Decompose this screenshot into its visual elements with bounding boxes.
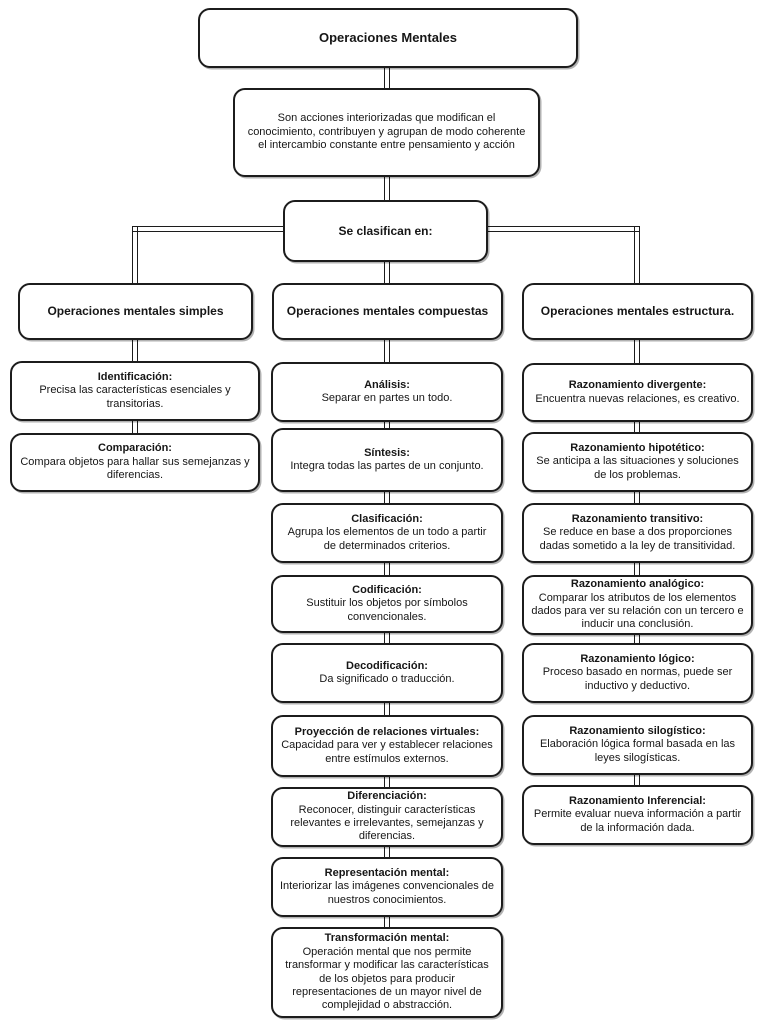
connector-mid-1	[384, 420, 390, 430]
node-title: Razonamiento analógico:	[570, 578, 705, 591]
node-title: Síntesis:	[364, 446, 410, 459]
connector-branch-right-horizontal	[483, 226, 640, 232]
connector-right-1	[634, 420, 640, 434]
node-title: Razonamiento hipotético:	[570, 441, 705, 454]
node-title: Razonamiento silogístico:	[569, 724, 706, 737]
node-desc: Se reduce en base a dos proporciones dad…	[539, 526, 736, 552]
connector-right-5	[634, 773, 640, 787]
node-title: Razonamiento lógico:	[580, 652, 695, 665]
node-desc: Capacidad para ver y establecer relacion…	[281, 739, 493, 765]
header-label: Operaciones mentales estructura.	[540, 304, 735, 319]
connector-mid-5	[384, 701, 390, 717]
node-desc: Interiorizar las imágenes convencionales…	[280, 880, 495, 906]
node-title: Proyección de relaciones virtuales:	[294, 725, 480, 738]
node-title: Decodificación:	[346, 659, 428, 672]
node-title: Identificación:	[97, 370, 173, 383]
node-title: Comparación:	[98, 442, 172, 455]
node-desc: Agrupa los elementos de un todo a partir…	[287, 526, 487, 552]
node-text: Se clasifican en:	[338, 223, 433, 238]
node-codificacion: Codificación: Sustituir los objetos por …	[271, 575, 503, 633]
node-razonamiento-divergente: Razonamiento divergente: Encuentra nueva…	[522, 363, 753, 422]
node-desc: Compara objetos para hallar sus semejanz…	[20, 455, 250, 482]
node-analisis: Análisis: Separar en partes un todo.	[271, 362, 503, 422]
node-text: Son acciones interiorizadas que modifica…	[247, 112, 526, 152]
node-title: Representación mental:	[324, 866, 450, 879]
node-desc: Elaboración lógica formal basada en las …	[539, 738, 736, 764]
connector-root-definition	[384, 66, 390, 90]
node-se-clasifican-en: Se clasifican en:	[283, 200, 488, 262]
header-operaciones-estructura: Operaciones mentales estructura.	[522, 283, 753, 340]
connector-right-2	[634, 490, 640, 505]
node-desc: Comparar los atributos de los elementos …	[531, 591, 744, 631]
connector-mid-2	[384, 490, 390, 505]
connector-mid-7	[384, 845, 390, 859]
node-desc: Da significado o traducción.	[319, 673, 455, 685]
header-operaciones-simples: Operaciones mentales simples	[18, 283, 253, 340]
node-decodificacion: Decodificación: Da significado o traducc…	[271, 643, 503, 703]
node-razonamiento-hipotetico: Razonamiento hipotético: Se anticipa a l…	[522, 432, 753, 492]
connector-right-3	[634, 561, 640, 577]
header-label: Operaciones mentales compuestas	[286, 304, 489, 319]
node-razonamiento-logico: Razonamiento lógico: Proceso basado en n…	[522, 643, 753, 703]
node-title: Razonamiento transitivo:	[571, 512, 704, 525]
node-proyeccion-relaciones-virtuales: Proyección de relaciones virtuales: Capa…	[271, 715, 503, 777]
connector-mid-3	[384, 561, 390, 577]
node-title: Codificación:	[352, 583, 422, 596]
connector-branch-left-vertical	[132, 226, 138, 285]
node-sintesis: Síntesis: Integra todas las partes de un…	[271, 428, 503, 492]
header-label: Operaciones mentales simples	[47, 304, 224, 319]
node-operaciones-mentales: Operaciones Mentales	[198, 8, 578, 68]
node-title: Razonamiento Inferencial:	[569, 794, 706, 807]
connector-branch-left-horizontal	[132, 226, 288, 232]
node-clasificacion: Clasificación: Agrupa los elementos de u…	[271, 503, 503, 563]
connector-left-0	[132, 338, 138, 363]
node-desc: Proceso basado en normas, puede ser indu…	[542, 666, 733, 692]
node-desc: Permite evaluar nueva información a part…	[533, 808, 742, 834]
node-desc: Precisa las características esenciales y…	[39, 384, 231, 410]
node-razonamiento-inferencial: Razonamiento Inferencial: Permite evalua…	[522, 785, 753, 845]
connector-branch-right-vertical	[634, 226, 640, 285]
connector-mid-6	[384, 775, 390, 789]
node-transformacion-mental: Transformación mental: Operación mental …	[271, 927, 503, 1018]
node-desc: Se anticipa a las situaciones y solucion…	[536, 455, 739, 481]
node-diferenciacion: Diferenciación: Reconocer, distinguir ca…	[271, 787, 503, 847]
node-title: Clasificación:	[351, 512, 423, 525]
connector-definition-classifier	[384, 175, 390, 202]
connector-right-4	[634, 633, 640, 645]
node-representacion-mental: Representación mental: Interiorizar las …	[271, 857, 503, 917]
connector-mid-0	[384, 338, 390, 364]
node-desc: Separar en partes un todo.	[321, 392, 453, 404]
node-desc: Integra todas las partes de un conjunto.	[290, 460, 484, 472]
node-title: Operaciones Mentales	[319, 30, 457, 46]
node-razonamiento-analogico: Razonamiento analógico: Comparar los atr…	[522, 575, 753, 635]
node-desc: Operación mental que nos permite transfo…	[285, 945, 489, 1012]
node-comparacion: Comparación: Compara objetos para hallar…	[10, 433, 260, 492]
connector-mid-4	[384, 631, 390, 645]
node-razonamiento-silogistico: Razonamiento silogístico: Elaboración ló…	[522, 715, 753, 775]
node-definicion: Son acciones interiorizadas que modifica…	[233, 88, 540, 177]
connector-right-0	[634, 338, 640, 365]
connector-classifier-middle-header	[384, 260, 390, 287]
node-title: Diferenciación:	[347, 790, 427, 803]
node-title: Razonamiento divergente:	[568, 379, 707, 392]
node-razonamiento-transitivo: Razonamiento transitivo: Se reduce en ba…	[522, 503, 753, 563]
node-desc: Reconocer, distinguir características re…	[290, 803, 484, 843]
header-operaciones-compuestas: Operaciones mentales compuestas	[272, 283, 503, 340]
node-desc: Encuentra nuevas relaciones, es creativo…	[535, 392, 740, 405]
node-desc: Sustituir los objetos por símbolos conve…	[306, 597, 468, 623]
node-identificacion: Identificación: Precisa las característi…	[10, 361, 260, 421]
connector-left-1	[132, 419, 138, 435]
node-title: Transformación mental:	[324, 932, 450, 945]
connector-mid-8	[384, 915, 390, 929]
node-title: Análisis:	[364, 378, 410, 391]
